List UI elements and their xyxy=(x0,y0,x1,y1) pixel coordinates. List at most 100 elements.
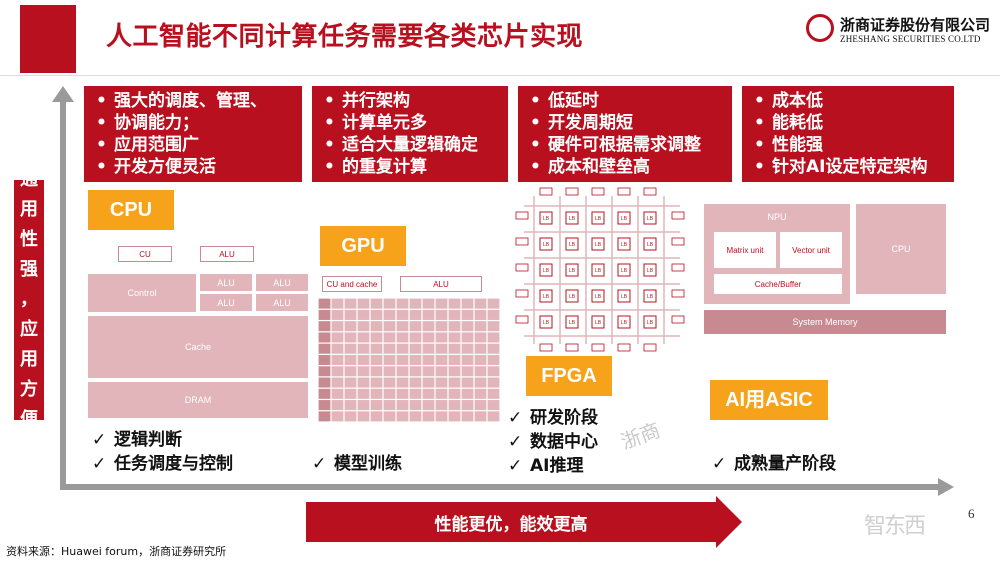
vertical-axis-label: 通 用 性 强 ， 应 用 方 便 xyxy=(14,169,44,430)
company-name-cn: 浙商证券股份有限公司 xyxy=(840,16,991,34)
system-memory-block: System Memory xyxy=(704,310,946,334)
gpu-alu-cell xyxy=(344,332,357,343)
fpga-logic-block-label: LB xyxy=(647,294,654,300)
fpga-logic-block-label: LB xyxy=(595,268,602,274)
fpga-io-block xyxy=(617,187,631,196)
gpu-alu-cell xyxy=(370,332,383,343)
gpu-alu-cell xyxy=(344,377,357,388)
gpu-alu-cell xyxy=(383,388,396,399)
fpga-logic-block xyxy=(643,211,657,225)
fpga-logic-block-label: LB xyxy=(647,242,654,248)
fpga-logic-block xyxy=(591,289,605,303)
cpu-usage-text: 逻辑判断 xyxy=(114,430,182,450)
fpga-usage-item: ✓数据中心 xyxy=(508,430,598,454)
page-number: 6 xyxy=(968,506,975,521)
horizontal-axis-label: 性能更优，能效更高 xyxy=(434,514,588,535)
cpu-alu-block: ALU xyxy=(200,274,252,291)
gpu-alu-cell xyxy=(461,388,474,399)
gpu-cu-cell xyxy=(318,354,331,366)
gpu-alu-cell xyxy=(370,321,383,332)
vertical-axis xyxy=(60,98,66,490)
gpu-alu-cell xyxy=(422,332,435,343)
fpga-logic-block xyxy=(565,263,579,277)
fpga-io-block xyxy=(671,289,685,298)
performance-arrow xyxy=(306,502,716,542)
gpu-alu-cell xyxy=(383,400,396,411)
gpu-alu-cell xyxy=(487,366,500,377)
fpga-io-block xyxy=(671,237,685,246)
fpga-logic-block-label: LB xyxy=(595,242,602,248)
gpu-alu-cell xyxy=(474,309,487,320)
gpu-alu-cell xyxy=(474,388,487,399)
gpu-alu-cell xyxy=(448,377,461,388)
gpu-alu-cell xyxy=(344,309,357,320)
cpu-alu-block: ALU xyxy=(200,294,252,311)
gpu-alu-cell xyxy=(474,343,487,354)
gpu-alu-cell xyxy=(461,298,474,309)
gpu-alu-cell xyxy=(487,400,500,411)
gpu-alu-cell xyxy=(448,309,461,320)
gpu-alu-cell xyxy=(357,298,370,309)
fpga-logic-block-label: LB xyxy=(569,294,576,300)
gpu-alu-cell xyxy=(422,354,435,366)
gpu-feature: 的重复计算 xyxy=(320,156,502,178)
gpu-alu-cell xyxy=(487,332,500,343)
gpu-alu-cell xyxy=(435,321,448,332)
performance-arrow-head-icon xyxy=(716,496,742,548)
gpu-alu-cell xyxy=(422,400,435,411)
gpu-alu-cell xyxy=(487,298,500,309)
vlabel-char: 用 xyxy=(20,349,38,370)
fpga-io-block xyxy=(515,263,529,272)
check-icon: ✓ xyxy=(508,456,523,476)
gpu-alu-cell xyxy=(344,411,357,422)
gpu-core-grid xyxy=(318,298,500,422)
gpu-alu-cell xyxy=(370,309,383,320)
gpu-alu-cell xyxy=(331,332,344,343)
cpu-cache-block: Cache xyxy=(88,316,308,378)
fpga-io-block xyxy=(591,343,605,352)
gpu-alu-cell xyxy=(396,354,409,366)
gpu-alu-cell xyxy=(344,400,357,411)
fpga-usage-item: ✓AI推理 xyxy=(508,454,598,478)
gpu-alu-cell xyxy=(435,343,448,354)
fpga-logic-block xyxy=(617,263,631,277)
fpga-logic-block-label: LB xyxy=(647,216,654,222)
fpga-logic-block xyxy=(565,289,579,303)
gpu-alu-cell xyxy=(357,377,370,388)
fpga-io-block xyxy=(643,187,657,196)
fpga-io-block xyxy=(671,263,685,272)
vlabel-char: 便 xyxy=(20,409,38,430)
gpu-alu-cell xyxy=(487,411,500,422)
gpu-alu-cell xyxy=(474,354,487,366)
gpu-alu-cell xyxy=(487,354,500,366)
gpu-alu-cell xyxy=(331,343,344,354)
vlabel-char: 用 xyxy=(20,199,38,220)
gpu-alu-cell xyxy=(422,377,435,388)
gpu-alu-cell xyxy=(409,332,422,343)
title-accent-bar xyxy=(20,5,76,73)
fpga-usage-text: 研发阶段 xyxy=(530,408,598,428)
gpu-cu-cell xyxy=(318,388,331,399)
gpu-feature: 并行架构 xyxy=(320,90,502,112)
gpu-alu-cell xyxy=(357,388,370,399)
matrix-unit-block: Matrix unit xyxy=(714,232,776,268)
gpu-alu-cell xyxy=(448,388,461,399)
fpga-io-block xyxy=(643,343,657,352)
gpu-alu-tag: ALU xyxy=(400,276,482,292)
fpga-usage-text: 数据中心 xyxy=(530,432,598,452)
gpu-alu-cell xyxy=(383,366,396,377)
gpu-alu-cell xyxy=(474,411,487,422)
fpga-feature-box: 低延时 开发周期短 硬件可根据需求调整 成本和壁垒高 xyxy=(518,86,732,182)
fpga-logic-block xyxy=(565,315,579,329)
vlabel-char: 方 xyxy=(20,379,38,400)
fpga-logic-block-label: LB xyxy=(595,294,602,300)
gpu-alu-cell xyxy=(448,321,461,332)
gpu-alu-cell xyxy=(370,400,383,411)
gpu-alu-cell xyxy=(461,354,474,366)
fpga-logic-block xyxy=(591,211,605,225)
gpu-alu-cell xyxy=(474,332,487,343)
gpu-alu-cell xyxy=(461,321,474,332)
gpu-alu-cell xyxy=(331,400,344,411)
watermark-logo: 智东西 xyxy=(864,514,926,539)
